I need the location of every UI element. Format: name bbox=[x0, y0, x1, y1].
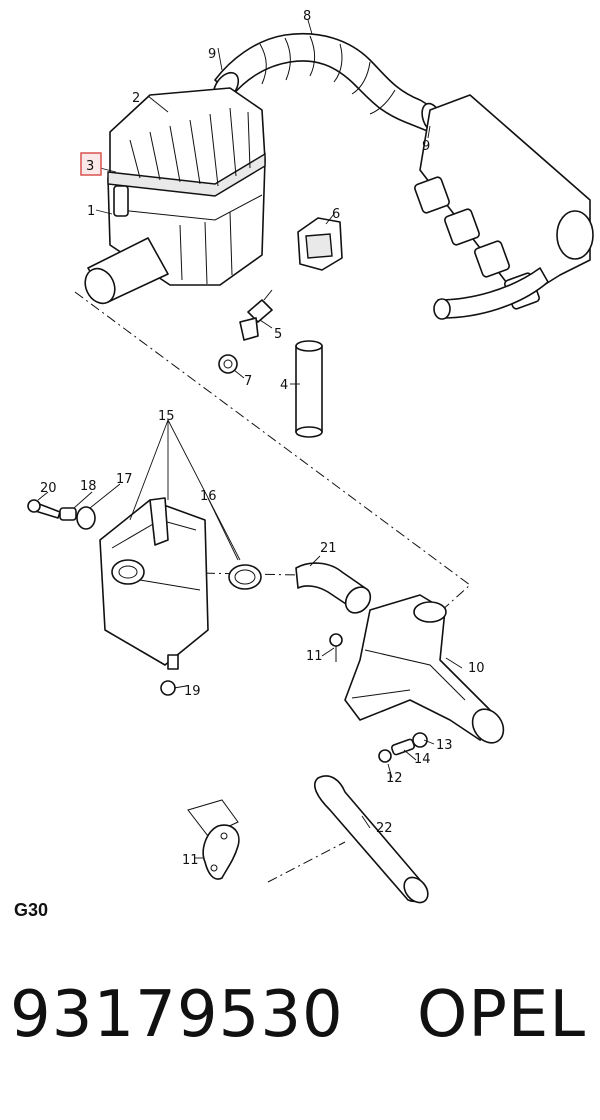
assembly-line-upper bbox=[74, 291, 471, 613]
screw-12 bbox=[329, 633, 343, 662]
callout-7: 7 bbox=[244, 374, 252, 389]
callout-8: 8 bbox=[303, 9, 311, 24]
screw-13 bbox=[378, 749, 392, 763]
callout-4: 4 bbox=[280, 378, 288, 393]
callout-13: 12 bbox=[386, 771, 403, 786]
intake-manifold bbox=[414, 94, 594, 320]
resonator-box bbox=[99, 497, 209, 670]
callout-19: 18 bbox=[80, 479, 97, 494]
elbow-hose-22 bbox=[295, 562, 372, 614]
nut-20 bbox=[160, 680, 176, 696]
air-temperature-sensor bbox=[239, 289, 273, 341]
callout-2: 2 bbox=[132, 91, 140, 106]
callout-9-left: 9 bbox=[208, 47, 216, 62]
callout-1: 1 bbox=[87, 204, 95, 219]
leader-lines bbox=[37, 19, 463, 859]
section-code: G30 bbox=[14, 900, 49, 920]
callout-17: 16 bbox=[200, 489, 217, 504]
callout-14: 13 bbox=[436, 738, 453, 753]
callout-11: 11 bbox=[182, 853, 199, 868]
tube-4 bbox=[295, 340, 323, 438]
hose-23 bbox=[314, 775, 429, 904]
callout-3: 3 bbox=[86, 159, 94, 174]
callout-10: 10 bbox=[468, 661, 485, 676]
intake-duct-10 bbox=[344, 594, 505, 744]
air-filter-housing bbox=[107, 87, 266, 286]
callout-18: 17 bbox=[116, 472, 133, 487]
callout-9-right: 9 bbox=[422, 139, 430, 154]
assembly-line-lower bbox=[267, 841, 346, 883]
callout-labels: 8 9 2 3 1 9 6 5 7 4 15 17 18 20 16 21 11… bbox=[40, 9, 485, 868]
callout-12: 11 bbox=[306, 649, 323, 664]
callout-5: 5 bbox=[274, 327, 282, 342]
callout-22: 21 bbox=[320, 541, 337, 556]
callout-16: 15 bbox=[158, 409, 175, 424]
callout-23: 22 bbox=[376, 821, 393, 836]
washer-14 bbox=[412, 732, 428, 748]
hex-nut-7 bbox=[218, 354, 238, 374]
callout-20: 19 bbox=[184, 684, 201, 699]
callout-3-highlight bbox=[80, 152, 102, 176]
spacer-15 bbox=[390, 738, 416, 756]
seal-ring-17 bbox=[228, 564, 262, 590]
callout-21: 20 bbox=[40, 481, 57, 496]
spacer-19 bbox=[59, 507, 77, 521]
air-filter-inlet-pipe bbox=[84, 237, 169, 305]
part-number: 93179530 bbox=[10, 978, 344, 1052]
screw-21 bbox=[27, 499, 61, 519]
grommet-18 bbox=[76, 506, 96, 530]
callout-6: 6 bbox=[332, 207, 340, 222]
brand-name: OPEL bbox=[416, 978, 586, 1052]
bracket-11 bbox=[187, 799, 240, 880]
rubber-mount bbox=[297, 217, 343, 271]
parts-exploded-diagram: 8 9 2 3 1 9 6 5 7 4 15 17 18 20 16 21 11… bbox=[27, 9, 594, 904]
callout-15: 14 bbox=[414, 752, 431, 767]
